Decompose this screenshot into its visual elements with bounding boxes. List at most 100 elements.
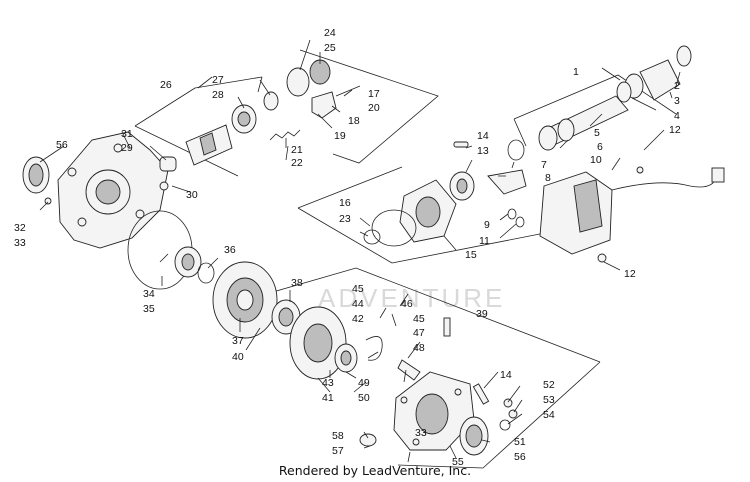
callout-28: 28 <box>212 89 224 101</box>
callout-16: 16 <box>339 197 351 209</box>
spring-21 <box>269 129 301 141</box>
callout-54: 54 <box>543 409 555 421</box>
callout-32: 32 <box>14 222 26 234</box>
circlip-7 <box>507 139 525 161</box>
nut-27 <box>263 91 279 111</box>
callout-13: 13 <box>477 145 489 157</box>
screw-12-lower <box>597 253 607 263</box>
callout-50: 50 <box>358 392 370 404</box>
render-credit: Rendered by LeadVenture, Inc. <box>278 463 472 478</box>
bearing-13 <box>449 171 475 201</box>
leader-lines <box>39 39 681 463</box>
callout-27: 27 <box>212 74 224 86</box>
callout-23: 23 <box>339 213 351 225</box>
callout-38: 38 <box>291 277 303 289</box>
callout-12-lower: 12 <box>624 268 636 280</box>
washer-52 <box>503 398 513 408</box>
watermark: ADVENTURE <box>318 283 505 313</box>
bearing-29 <box>159 156 177 172</box>
callout-55: 55 <box>452 456 464 468</box>
seal-43 <box>334 343 358 373</box>
callout-20: 20 <box>368 102 380 114</box>
seal-4 <box>616 81 632 103</box>
callout-30: 30 <box>186 189 198 201</box>
output-shaft-5 <box>538 95 629 151</box>
callout-25: 25 <box>324 42 336 54</box>
clip-54 <box>499 419 511 431</box>
case-flange-41 <box>289 306 347 380</box>
callout-47: 47 <box>413 327 425 339</box>
callout-6: 6 <box>597 141 603 153</box>
callout-33-right: 33 <box>415 427 427 439</box>
callout-48: 48 <box>413 342 425 354</box>
callout-43: 43 <box>322 377 334 389</box>
plug-58 <box>359 433 377 447</box>
pin-30 <box>159 181 169 191</box>
bolt-47 <box>443 317 451 337</box>
callout-35: 35 <box>143 303 155 315</box>
callout-10: 10 <box>590 154 602 166</box>
callout-14-upper: 14 <box>477 130 489 142</box>
callout-18: 18 <box>348 115 360 127</box>
callout-51: 51 <box>514 436 526 448</box>
callout-37: 37 <box>232 335 244 347</box>
callout-33-left: 33 <box>14 237 26 249</box>
callout-58: 58 <box>332 430 344 442</box>
callout-17: 17 <box>368 88 380 100</box>
callout-36: 36 <box>224 244 236 256</box>
callout-11: 11 <box>479 235 490 247</box>
shim-36 <box>197 262 215 284</box>
callout-52: 52 <box>543 379 555 391</box>
callout-42: 42 <box>352 313 364 325</box>
group-bracket-1 <box>297 74 677 264</box>
callout-44: 44 <box>352 298 364 310</box>
callout-4: 4 <box>674 110 680 122</box>
shift-fork-18 <box>311 85 361 119</box>
bearing-24-25 <box>286 59 331 97</box>
callout-19: 19 <box>334 130 346 142</box>
callout-12-upper: 12 <box>669 124 681 136</box>
bearing-35 <box>174 246 202 278</box>
callout-7: 7 <box>541 159 547 171</box>
ring-gear-37 <box>212 261 278 339</box>
callout-21: 21 <box>291 144 303 156</box>
oil-seal-56-left <box>22 156 50 194</box>
callout-39: 39 <box>476 308 488 320</box>
callout-5: 5 <box>594 127 600 139</box>
callout-49: 49 <box>358 377 370 389</box>
callout-15: 15 <box>465 249 477 261</box>
callout-34: 34 <box>143 288 155 300</box>
callout-3: 3 <box>674 95 680 107</box>
callout-8: 8 <box>545 172 551 184</box>
group-bracket-26 <box>134 49 439 177</box>
callout-9: 9 <box>484 219 490 231</box>
callout-1: 1 <box>573 66 579 78</box>
bolt-14-upper <box>453 141 469 148</box>
o-ring-16 <box>363 229 381 245</box>
callout-53: 53 <box>543 394 555 406</box>
bolt-14-lower <box>472 383 490 405</box>
callout-24: 24 <box>324 27 336 39</box>
ring-2 <box>676 45 692 67</box>
callout-26: 26 <box>160 79 172 91</box>
callout-45-upper: 45 <box>352 283 364 295</box>
callout-29: 29 <box>121 142 133 154</box>
callout-45-lower: 45 <box>413 313 425 325</box>
bracket-8 <box>487 169 527 195</box>
gasket-23 <box>371 209 417 247</box>
sensor-48 <box>397 359 421 381</box>
boot-3 <box>624 59 681 101</box>
callout-46: 46 <box>401 298 413 310</box>
actuator-10 <box>539 167 725 255</box>
washer-53 <box>508 409 518 419</box>
callout-56-left: 56 <box>56 139 68 151</box>
callout-56-right: 56 <box>514 451 526 463</box>
bearing-6 <box>557 118 575 142</box>
clip-42 <box>365 336 383 361</box>
pinion-gear <box>185 124 233 166</box>
bearing-28 <box>231 104 257 134</box>
callout-41: 41 <box>322 392 334 404</box>
callout-22: 22 <box>291 157 303 169</box>
callout-14-lower: 14 <box>500 369 512 381</box>
